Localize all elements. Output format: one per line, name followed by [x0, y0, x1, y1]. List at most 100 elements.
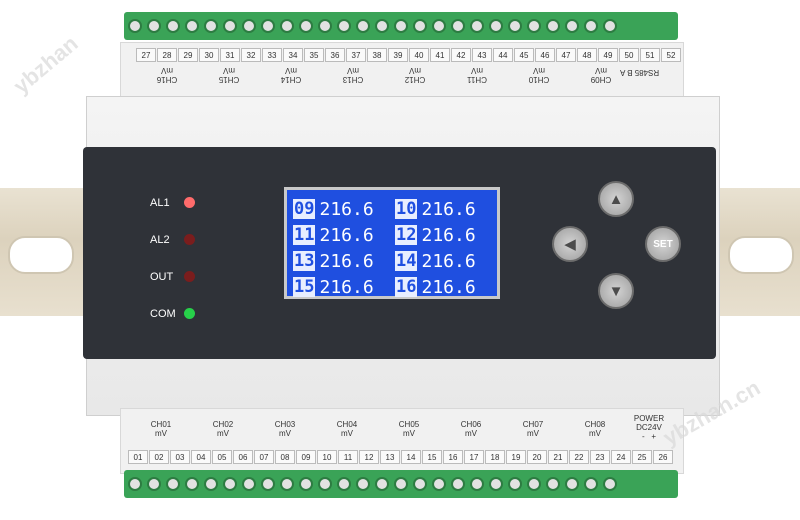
terminal-number: 21: [548, 450, 568, 464]
terminal-number: 27: [136, 48, 156, 62]
terminal-screw: [546, 477, 560, 491]
terminal-number: 38: [367, 48, 387, 62]
terminal-screw: [204, 477, 218, 491]
terminal-screw: [318, 19, 332, 33]
set-button[interactable]: SET: [645, 226, 681, 262]
terminal-number: 46: [535, 48, 555, 62]
terminal-screw: [451, 19, 465, 33]
terminal-number: 31: [220, 48, 240, 62]
terminal-number: 15: [422, 450, 442, 464]
terminal-number: 41: [430, 48, 450, 62]
terminal-number: 51: [640, 48, 660, 62]
terminal-screw: [185, 19, 199, 33]
terminal-screw: [223, 19, 237, 33]
led-indicator: [184, 234, 195, 245]
terminal-screw: [166, 19, 180, 33]
terminal-screw: [470, 19, 484, 33]
terminal-screw: [356, 477, 370, 491]
up-button[interactable]: ▲: [598, 181, 634, 217]
terminal-number: 06: [233, 450, 253, 464]
terminal-number: 20: [527, 450, 547, 464]
terminal-number: 19: [506, 450, 526, 464]
terminal-screw: [565, 477, 579, 491]
terminal-screw: [204, 19, 218, 33]
terminal-number: 05: [212, 450, 232, 464]
led-al2: AL2: [150, 221, 195, 258]
terminal-screw: [565, 19, 579, 33]
terminal-screw: [337, 19, 351, 33]
terminal-screw: [413, 477, 427, 491]
terminal-screw: [527, 19, 541, 33]
terminal-number: 07: [254, 450, 274, 464]
terminal-number: 04: [191, 450, 211, 464]
down-button[interactable]: ▼: [598, 273, 634, 309]
terminal-screw: [185, 477, 199, 491]
terminal-number: 50: [619, 48, 639, 62]
terminal-screw: [299, 477, 313, 491]
terminal-number: 47: [556, 48, 576, 62]
terminal-number: 40: [409, 48, 429, 62]
terminal-number: 28: [157, 48, 177, 62]
terminal-number: 43: [472, 48, 492, 62]
led-com: COM: [150, 295, 195, 332]
terminal-number: 10: [317, 450, 337, 464]
terminal-number: 36: [325, 48, 345, 62]
terminal-screw: [299, 19, 313, 33]
rail-slot-right: [728, 236, 794, 274]
terminal-number: 39: [388, 48, 408, 62]
terminal-number: 52: [661, 48, 681, 62]
terminal-number: 16: [443, 450, 463, 464]
terminal-number: 17: [464, 450, 484, 464]
terminal-number: 01: [128, 450, 148, 464]
terminal-number: 35: [304, 48, 324, 62]
led-out: OUT: [150, 258, 195, 295]
terminal-screw: [128, 19, 142, 33]
left-button[interactable]: ◀: [552, 226, 588, 262]
terminal-screw: [128, 477, 142, 491]
terminal-number: 49: [598, 48, 618, 62]
terminal-number: 48: [577, 48, 597, 62]
terminal-number: 09: [296, 450, 316, 464]
terminal-number: 42: [451, 48, 471, 62]
terminal-number: 12: [359, 450, 379, 464]
terminal-screw: [508, 477, 522, 491]
terminal-number: 11: [338, 450, 358, 464]
terminal-number: 37: [346, 48, 366, 62]
terminal-screw: [394, 477, 408, 491]
terminal-screw: [242, 477, 256, 491]
terminal-screw: [280, 19, 294, 33]
terminal-number: 45: [514, 48, 534, 62]
terminal-number: 33: [262, 48, 282, 62]
terminal-screw: [527, 477, 541, 491]
rail-slot-left: [8, 236, 74, 274]
terminal-screw: [337, 477, 351, 491]
terminal-number: 32: [241, 48, 261, 62]
terminal-screw: [375, 477, 389, 491]
terminal-screw: [261, 477, 275, 491]
terminal-number: 29: [178, 48, 198, 62]
terminal-number: 23: [590, 450, 610, 464]
terminal-screw: [280, 477, 294, 491]
top-terminal-block: [124, 12, 678, 40]
terminal-screw: [489, 477, 503, 491]
terminal-number: 03: [170, 450, 190, 464]
terminal-screw: [413, 19, 427, 33]
